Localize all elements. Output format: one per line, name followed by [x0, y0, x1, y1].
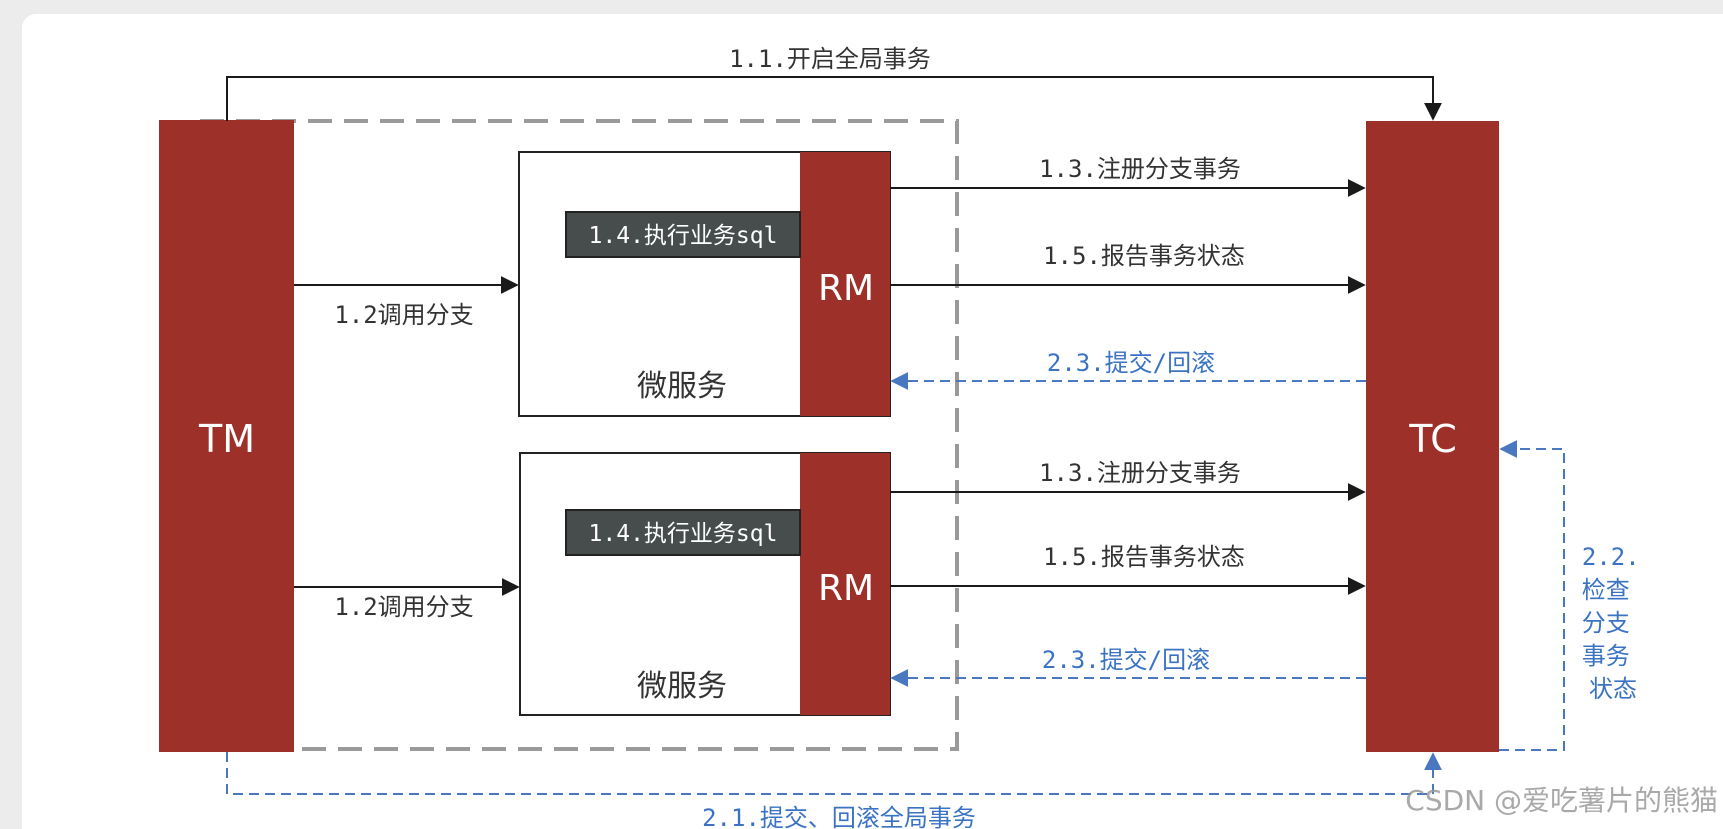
label-call-branch-bottom: 1.2调用分支	[334, 593, 473, 621]
tm-label: TM	[198, 417, 255, 461]
label-register-top: 1.3.注册分支事务	[1039, 155, 1241, 183]
rm-block-top	[800, 152, 890, 416]
check-status-line-4: 事务	[1582, 642, 1630, 670]
rm-block-bottom	[800, 453, 890, 715]
diagram-panel	[22, 14, 1723, 829]
label-commit-rollback-top: 2.3.提交/回滚	[1047, 349, 1215, 377]
check-status-line-5: 状态	[1589, 675, 1637, 703]
check-status-line-3: 分支	[1582, 609, 1630, 637]
label-call-branch-top: 1.2调用分支	[334, 301, 473, 329]
rm-label-top: RM	[818, 268, 874, 309]
tc-label: TC	[1408, 417, 1457, 461]
sql-label-box-top	[565, 211, 801, 258]
sql-label-bottom: 1.4.执行业务sql	[589, 521, 778, 547]
sql-label-box-bottom	[565, 509, 801, 556]
arrow-commit-rollback-global	[226, 752, 1442, 795]
label-report-bottom: 1.5.报告事务状态	[1043, 543, 1245, 571]
watermark: CSDN @爱吃薯片的熊猫	[1405, 784, 1718, 817]
tm-block	[159, 120, 294, 752]
sql-label-top: 1.4.执行业务sql	[589, 223, 778, 249]
check-status-line-1: 2.2.	[1582, 543, 1640, 571]
label-register-bottom: 1.3.注册分支事务	[1039, 459, 1241, 487]
microservice-label-bottom: 微服务	[637, 669, 727, 704]
arrow-begin-global	[226, 76, 1442, 121]
label-commit-rollback-bottom: 2.3.提交/回滚	[1042, 646, 1210, 674]
label-commit-rollback-global: 2.1.提交、回滚全局事务	[702, 804, 976, 829]
label-check-status: 2.2. 检查 分支 事务 状态	[1582, 543, 1654, 703]
check-status-line-2: 检查	[1582, 576, 1630, 604]
arrow-check-status	[1499, 440, 1565, 751]
rm-label-bottom: RM	[818, 568, 874, 609]
microservice-label-top: 微服务	[637, 369, 727, 404]
label-report-top: 1.5.报告事务状态	[1043, 242, 1245, 270]
label-begin-global: 1.1.开启全局事务	[729, 45, 931, 73]
tc-block	[1366, 121, 1499, 752]
